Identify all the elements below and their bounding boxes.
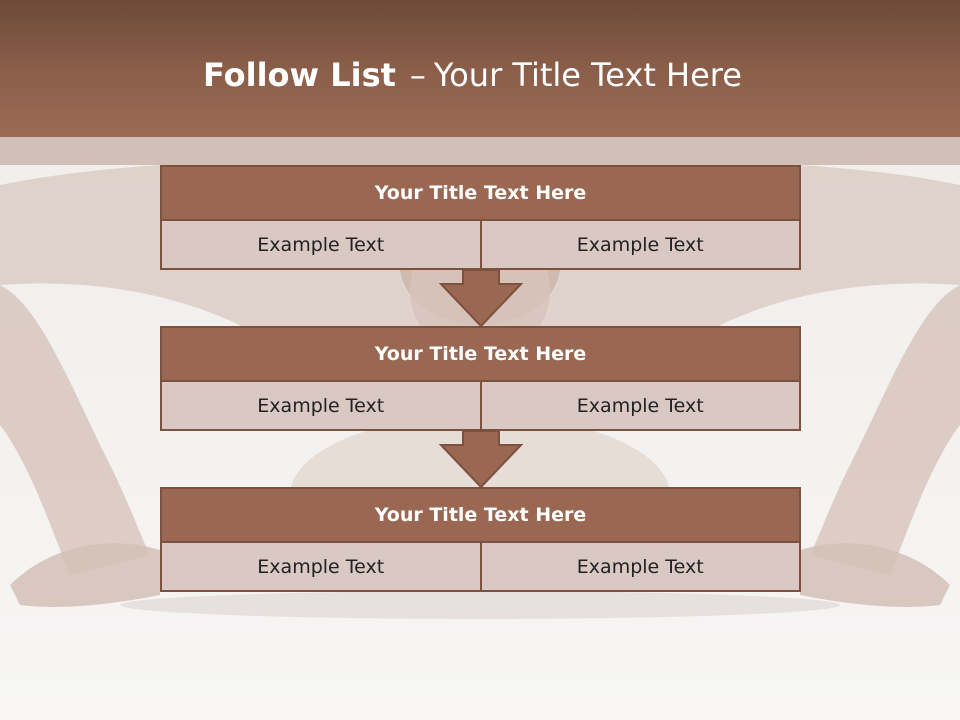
step-right-text: Example Text [481,221,801,270]
step-left-text: Example Text [160,221,482,270]
step-row: Example Text Example Text [160,221,801,270]
title-strong: Follow List [203,56,396,94]
down-arrow-icon [439,431,523,489]
step-title: Your Title Text Here [160,326,801,382]
title-dash: – [409,56,426,94]
step-right-text: Example Text [481,543,801,592]
step-title: Your Title Text Here [160,487,801,543]
step-right-text: Example Text [481,382,801,431]
title-rest: Your Title Text Here [433,56,742,94]
header-band [0,0,960,137]
down-arrow-icon [439,270,523,328]
flow-step-2: Your Title Text Here Example Text Exampl… [160,326,801,431]
step-left-text: Example Text [160,543,482,592]
header-strip [0,137,960,165]
slide-title: Follow List–Your Title Text Here [0,52,945,98]
flow-step-3: Your Title Text Here Example Text Exampl… [160,487,801,592]
step-title: Your Title Text Here [160,165,801,221]
flow-step-1: Your Title Text Here Example Text Exampl… [160,165,801,270]
step-row: Example Text Example Text [160,543,801,592]
step-row: Example Text Example Text [160,382,801,431]
step-left-text: Example Text [160,382,482,431]
